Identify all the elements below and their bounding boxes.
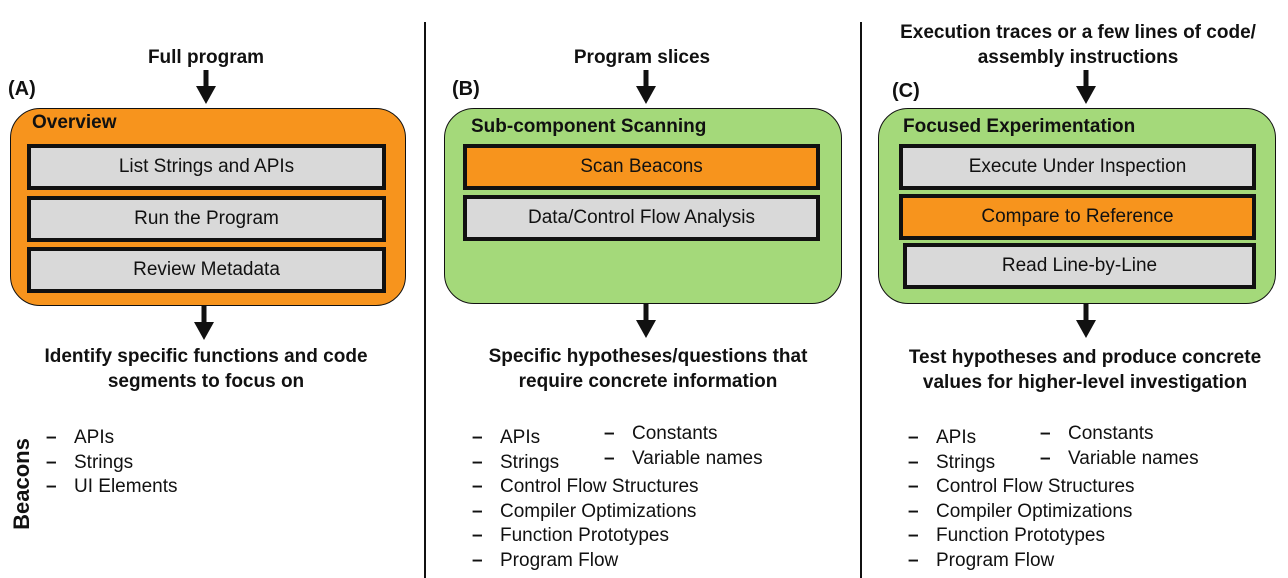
list-item: –Strings xyxy=(908,451,1135,476)
list-item: –Function Prototypes xyxy=(908,524,1135,549)
panel-b-title: Sub-component Scanning xyxy=(471,116,707,137)
dash-bullet: – xyxy=(604,447,615,469)
panel-b-beacon-list-left: –APIs –Strings –Control Flow Structures … xyxy=(472,426,699,573)
list-item: –Compiler Optimizations xyxy=(472,500,699,525)
panel-a-step-3: Review Metadata xyxy=(27,247,386,293)
list-item: –Control Flow Structures xyxy=(472,475,699,500)
panel-a-input-label: Full program xyxy=(147,47,265,68)
dash-bullet: – xyxy=(908,549,919,571)
list-item: –UI Elements xyxy=(46,475,177,500)
panel-a-id: (A) xyxy=(8,78,36,100)
beacons-label: Beacons xyxy=(9,438,34,530)
panel-c-step-1: Execute Under Inspection xyxy=(899,144,1256,190)
panel-a-beacon-list: –APIs –Strings –UI Elements xyxy=(46,426,177,500)
dash-bullet: – xyxy=(46,451,57,473)
list-item: –APIs xyxy=(472,426,699,451)
panel-a-title: Overview xyxy=(32,112,117,133)
panel-c-step-2: Compare to Reference xyxy=(899,194,1256,240)
dash-bullet: – xyxy=(1040,423,1051,444)
divider-right xyxy=(860,22,862,578)
panel-b-input-arrow xyxy=(636,70,656,104)
panel-c-id: (C) xyxy=(892,80,920,102)
dash-bullet: – xyxy=(46,427,57,448)
dash-bullet: – xyxy=(472,476,483,497)
panel-c-beacon-list-right: –Constants –Variable names xyxy=(1040,422,1199,471)
panel-b-input-label: Program slices xyxy=(573,47,711,68)
list-item: –Variable names xyxy=(1040,447,1199,472)
dash-bullet: – xyxy=(908,451,919,473)
list-item: –Variable names xyxy=(604,447,763,472)
list-item: –Program Flow xyxy=(472,549,699,574)
panel-a-step-2: Run the Program xyxy=(27,196,386,242)
panel-b-step-2: Data/Control Flow Analysis xyxy=(463,195,820,241)
dash-bullet: – xyxy=(46,476,57,497)
panel-b-output-arrow xyxy=(636,304,656,338)
list-item: –Compiler Optimizations xyxy=(908,500,1135,525)
dash-bullet: – xyxy=(908,427,919,448)
list-item: –Constants xyxy=(1040,422,1199,447)
dash-bullet: – xyxy=(472,427,483,448)
panel-b-id: (B) xyxy=(452,78,480,100)
panel-c-title: Focused Experimentation xyxy=(903,116,1136,137)
list-item: –Function Prototypes xyxy=(472,524,699,549)
list-item: –Program Flow xyxy=(908,549,1135,574)
dash-bullet: – xyxy=(908,500,919,522)
panel-a-output-label: Identify specific functions and code seg… xyxy=(44,346,368,392)
panel-c-beacon-list-left: –APIs –Strings –Control Flow Structures … xyxy=(908,426,1135,573)
list-item: –APIs xyxy=(46,426,177,451)
divider-left xyxy=(424,22,426,578)
panel-b-output-label: Specific hypotheses/questions that requi… xyxy=(488,346,808,392)
panel-a-step-1: List Strings and APIs xyxy=(27,144,386,190)
dash-bullet: – xyxy=(472,549,483,571)
dash-bullet: – xyxy=(472,451,483,473)
panel-b-beacon-list-right: –Constants –Variable names xyxy=(604,422,763,471)
list-item: –Constants xyxy=(604,422,763,447)
panel-b-step-1: Scan Beacons xyxy=(463,144,820,190)
dash-bullet: – xyxy=(472,500,483,522)
panel-a-input-arrow xyxy=(196,70,216,104)
list-item: –Strings xyxy=(46,451,177,476)
panel-c-input-arrow xyxy=(1076,70,1096,104)
panel-c-output-arrow xyxy=(1076,304,1096,338)
list-item: –Strings xyxy=(472,451,699,476)
list-item: –Control Flow Structures xyxy=(908,475,1135,500)
dash-bullet: – xyxy=(472,525,483,546)
panel-c-step-3: Read Line-by-Line xyxy=(903,243,1256,289)
dash-bullet: – xyxy=(908,525,919,546)
dash-bullet: – xyxy=(908,476,919,497)
dash-bullet: – xyxy=(1040,447,1051,469)
panel-c-input-label: Execution traces or a few lines of code/… xyxy=(900,22,1256,68)
dash-bullet: – xyxy=(604,423,615,444)
panel-c-output-label: Test hypotheses and produce concrete val… xyxy=(908,347,1262,393)
panel-a-output-arrow xyxy=(194,306,214,340)
list-item: –APIs xyxy=(908,426,1135,451)
